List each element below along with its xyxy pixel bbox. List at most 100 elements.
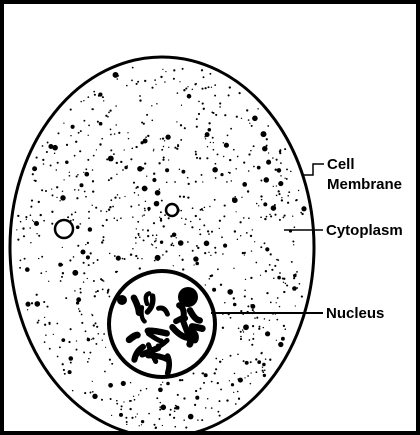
cytoplasm-granule — [143, 139, 148, 144]
cytoplasm-granule — [147, 235, 149, 237]
cytoplasm-granule — [292, 286, 297, 291]
cytoplasm-granule — [179, 255, 180, 256]
cytoplasm-granule — [94, 295, 96, 297]
cytoplasm-granule — [165, 250, 167, 252]
cytoplasm-granule — [61, 276, 63, 278]
cytoplasm-granule — [95, 291, 97, 293]
cytoplasm-granule — [175, 426, 177, 428]
cytoplasm-granule — [266, 138, 268, 140]
cytoplasm-granule — [240, 235, 241, 236]
cytoplasm-granule — [165, 71, 166, 72]
cytoplasm-granule — [85, 168, 87, 170]
cytoplasm-granule — [197, 247, 199, 249]
cytoplasm-granule — [209, 206, 210, 207]
cytoplasm-granule — [62, 247, 63, 248]
cytoplasm-granule — [160, 211, 162, 213]
cytoplasm-granule — [192, 207, 194, 209]
cytoplasm-granule — [200, 388, 202, 390]
cytoplasm-granule — [162, 425, 163, 426]
cytoplasm-granule — [129, 408, 131, 410]
cytoplasm-granule — [217, 153, 219, 155]
cytoplasm-granule — [292, 216, 293, 217]
cytoplasm-granule — [95, 207, 97, 209]
cytoplasm-granule — [281, 337, 285, 341]
cytoplasm-granule — [133, 182, 135, 184]
cytoplasm-granule — [137, 413, 138, 414]
cytoplasm-granule — [109, 359, 111, 361]
cytoplasm-granule — [35, 301, 41, 307]
cytoplasm-granule — [241, 197, 242, 198]
cytoplasm-granule — [283, 291, 285, 293]
cytoplasm-granule — [45, 190, 47, 192]
cytoplasm-granule — [170, 409, 172, 411]
cytoplasm-granule — [159, 217, 160, 218]
cytoplasm-granule — [279, 150, 281, 152]
cytoplasm-granule — [157, 201, 158, 202]
cytoplasm-granule — [130, 400, 132, 402]
cytoplasm-granule — [276, 319, 278, 321]
cytoplasm-granule — [94, 94, 96, 96]
cytoplasm-granule — [31, 200, 33, 202]
cytoplasm-granule — [141, 258, 142, 259]
cytoplasm-granule — [261, 352, 263, 354]
cytoplasm-granule — [199, 229, 200, 230]
cytoplasm-granule — [179, 196, 181, 198]
cytoplasm-granule — [154, 79, 156, 81]
cytoplasm-granule — [181, 105, 182, 106]
cytoplasm-granule — [83, 100, 84, 101]
nucleolus-small — [117, 295, 127, 305]
cytoplasm-granule — [83, 172, 84, 173]
cytoplasm-granule — [60, 280, 62, 282]
cytoplasm-granule — [290, 171, 292, 173]
cytoplasm-granule — [166, 181, 168, 183]
cytoplasm-granule — [110, 398, 112, 400]
cytoplasm-granule — [174, 181, 176, 183]
cytoplasm-granule — [27, 309, 28, 310]
cytoplasm-granule — [215, 114, 217, 116]
cytoplasm-granule — [97, 121, 99, 123]
cytoplasm-granule — [215, 177, 217, 179]
cytoplasm-granule — [139, 267, 141, 269]
cytoplasm-granule — [254, 317, 256, 319]
cytoplasm-granule — [111, 415, 112, 416]
cytoplasm-granule — [87, 278, 88, 279]
cytoplasm-granule — [212, 288, 216, 292]
cytoplasm-granule — [79, 150, 81, 152]
cytoplasm-granule — [196, 157, 198, 159]
cytoplasm-granule — [73, 256, 75, 258]
cytoplasm-granule — [44, 324, 46, 326]
cytoplasm-granule — [121, 405, 123, 407]
cytoplasm-granule — [173, 78, 175, 80]
cytoplasm-granule — [137, 221, 139, 223]
cytoplasm-granule — [191, 226, 193, 228]
cytoplasm-granule — [250, 235, 252, 237]
cytoplasm-granule — [95, 343, 97, 345]
cytoplasm-granule — [105, 347, 106, 348]
cytoplasm-granule — [57, 356, 59, 358]
cytoplasm-granule — [102, 225, 103, 226]
cytoplasm-granule — [38, 235, 40, 237]
cytoplasm-granule — [92, 338, 94, 340]
cytoplasm-granule — [206, 157, 208, 159]
cytoplasm-granule — [140, 390, 142, 392]
cytoplasm-granule — [126, 424, 127, 425]
cytoplasm-granule — [219, 102, 221, 104]
cytoplasm-granule — [208, 128, 212, 132]
cytoplasm-granule — [256, 317, 258, 319]
cytoplasm-granule — [160, 402, 161, 403]
cytoplasm-granule — [288, 191, 290, 193]
cytoplasm-granule — [59, 200, 60, 201]
cytoplasm-granule — [214, 199, 216, 201]
cytoplasm-granule — [142, 186, 148, 192]
cytoplasm-granule — [62, 363, 64, 365]
cytoplasm-granule — [245, 279, 246, 280]
cytoplasm-granule — [263, 374, 266, 377]
cytoplasm-granule — [256, 371, 258, 373]
cytoplasm-granule — [146, 176, 147, 177]
cytoplasm-granule — [164, 81, 166, 83]
cytoplasm-granule — [164, 214, 166, 216]
cytoplasm-granule — [182, 268, 184, 270]
cytoplasm-granule — [268, 152, 269, 153]
cytoplasm-granule — [63, 369, 65, 371]
cytoplasm-granule — [36, 294, 38, 296]
